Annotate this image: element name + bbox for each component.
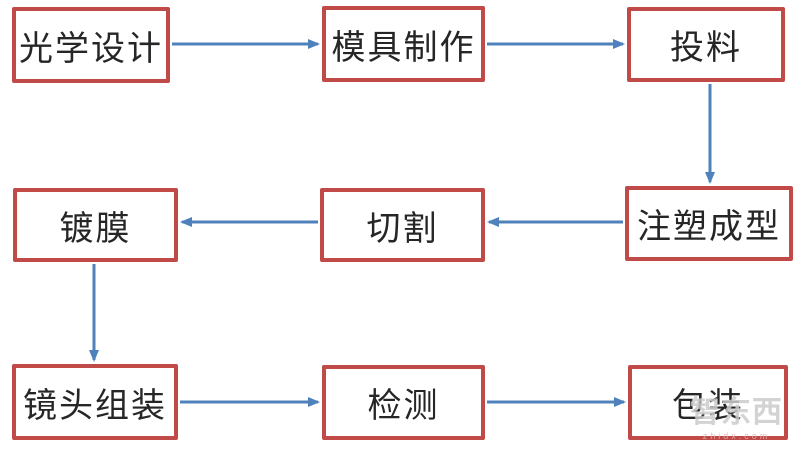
flow-node-lens-assembly: 镜头组装 [12, 364, 178, 440]
flow-node-coating: 镀膜 [13, 188, 178, 262]
flow-node-inspection: 检测 [322, 365, 485, 440]
flow-node-feeding: 投料 [627, 7, 785, 82]
flow-node-optical-design: 光学设计 [12, 7, 170, 83]
flow-node-cutting: 切割 [320, 188, 485, 262]
flow-node-mold-making: 模具制作 [322, 6, 485, 82]
flow-node-injection-molding: 注塑成型 [625, 186, 793, 261]
flow-node-packaging: 包装 [628, 365, 788, 440]
